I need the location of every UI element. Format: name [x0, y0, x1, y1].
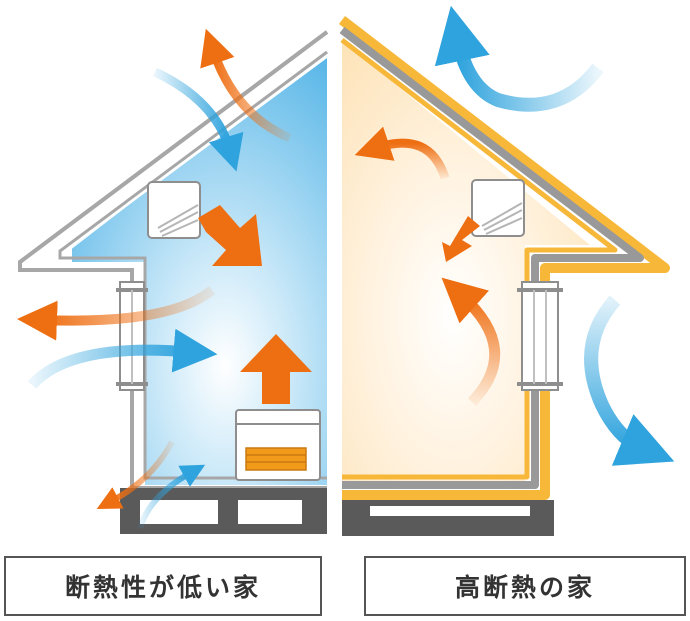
- thick-insulated-wall: [338, 16, 670, 500]
- low-insulation-label-text: 断熱性が低い家: [64, 573, 261, 602]
- low-insulation-label: 断熱性が低い家: [4, 556, 322, 616]
- cold-air-wall-inflow-arrow: [27, 328, 218, 389]
- left-foundation: [120, 488, 327, 534]
- air-conditioner-icon: [471, 179, 525, 237]
- high-insulation-label-text: 高断熱の家: [454, 573, 595, 602]
- low-insulation-house: [17, 28, 329, 534]
- warm-interior: [342, 40, 590, 485]
- heat-escape-wall-arrow: [17, 286, 216, 341]
- heater-heat-rise-arrow: [240, 334, 312, 404]
- warm-air-circulation-bottom-arrow: [441, 277, 501, 406]
- right-foundation: [342, 500, 554, 536]
- window-icon: [116, 281, 148, 391]
- heater-icon: [235, 409, 321, 481]
- air-conditioner-icon: [147, 181, 201, 239]
- heat-escape-roof-arrow: [200, 28, 292, 143]
- cold-air-inflow-arrow: [153, 67, 244, 172]
- cold-air-deflected-wall-arrow: [584, 295, 675, 466]
- house-comparison-diagram: [17, 5, 675, 536]
- cold-air-floor-inflow-arrow: [137, 464, 206, 529]
- cold-air-deflected-roof-arrow: [434, 5, 604, 112]
- heat-escape-floor-arrow: [96, 440, 175, 509]
- ac-airflow-arrow: [198, 205, 262, 266]
- high-insulation-house: [338, 5, 675, 536]
- ac-airflow-arrow: [442, 216, 480, 262]
- high-insulation-label: 高断熱の家: [364, 556, 686, 616]
- window-icon: [517, 281, 563, 391]
- warm-air-circulation-top-arrow: [354, 126, 450, 180]
